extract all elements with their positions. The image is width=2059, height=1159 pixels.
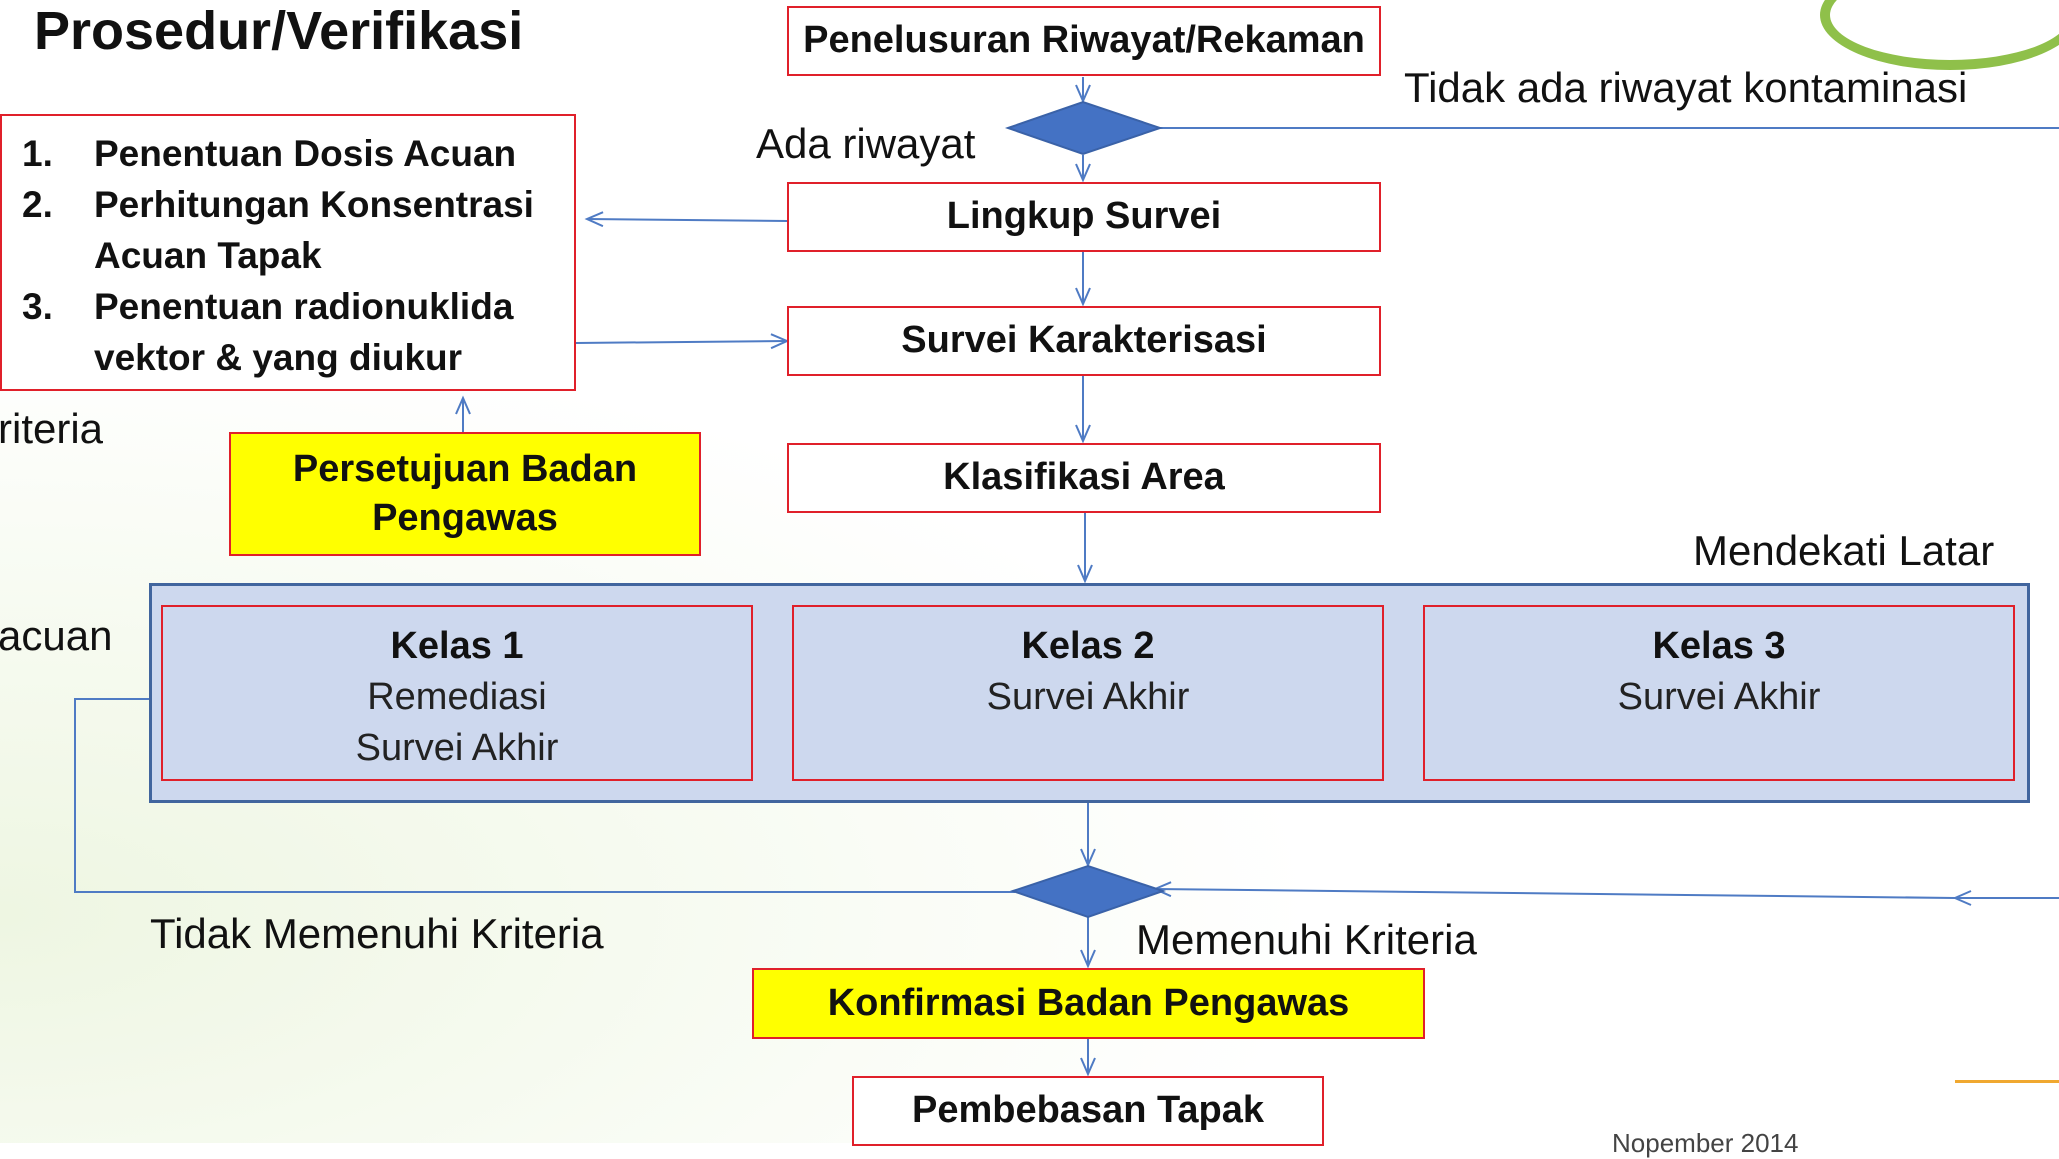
label-meet: Memenuhi Kriteria: [1136, 916, 1477, 963]
list-item-number: 2.: [22, 184, 53, 225]
step-scope-box: Lingkup Survei: [787, 182, 1381, 252]
page-title: Prosedur/Verifikasi: [34, 1, 524, 61]
class-line: Survei Akhir: [1617, 676, 1821, 718]
decision-diamond-history: [1004, 100, 1164, 156]
class-line: Survei Akhir: [986, 676, 1190, 718]
list-item: 3. Penentuan radionuklida vektor & yang …: [22, 281, 564, 383]
list-item-text: Penentuan radionuklida vektor & yang diu…: [94, 286, 514, 378]
arrow-list-to-characterization: [575, 333, 790, 350]
list-item: 2. Perhitungan Konsentrasi Acuan Tapak: [22, 179, 564, 281]
step-confirmation-box: Konfirmasi Badan Pengawas: [752, 968, 1425, 1039]
class-line: Remediasi: [367, 676, 547, 718]
label-cut-left-2: acuan: [0, 612, 113, 659]
label-has-history: Ada riwayat: [756, 120, 976, 167]
class-2-box: Kelas 2 Survei Akhir: [792, 605, 1384, 781]
step-release-box: Pembebasan Tapak: [852, 1076, 1324, 1146]
class-title: Kelas 1: [390, 625, 524, 667]
approval-box: Persetujuan Badan Pengawas: [229, 432, 701, 556]
reference-list-box: 1. Penentuan Dosis Acuan 2. Perhitungan …: [0, 114, 576, 391]
list-item-number: 1.: [22, 133, 53, 174]
decision-diamond-criteria: [1009, 864, 1167, 919]
step-history-box: Penelusuran Riwayat/Rekaman: [787, 6, 1381, 76]
label-not-meet: Tidak Memenuhi Kriteria: [150, 910, 604, 957]
class-title: Kelas 3: [1652, 625, 1786, 667]
label-cut-left-1: riteria: [0, 405, 104, 452]
class-line: Survei Akhir: [355, 727, 559, 769]
step-classification-box: Klasifikasi Area: [787, 443, 1381, 513]
label-no-history: Tidak ada riwayat kontaminasi: [1404, 64, 1968, 111]
class-title: Kelas 2: [1021, 625, 1155, 667]
list-item-text: Penentuan Dosis Acuan: [94, 133, 517, 174]
step-characterization-box: Survei Karakterisasi: [787, 306, 1381, 376]
list-item-number: 3.: [22, 286, 53, 327]
footer-date: Nopember 2014: [1612, 1128, 1799, 1158]
decorative-orange-line: [1955, 1080, 2059, 1083]
class-3-box: Kelas 3 Survei Akhir: [1423, 605, 2015, 781]
list-item-text: Perhitungan Konsentrasi Acuan Tapak: [94, 184, 534, 276]
arrow-scope-to-list: [584, 211, 788, 228]
arrow-right-to-decision: [1152, 881, 1956, 899]
label-near-background: Mendekati Latar: [1693, 527, 1995, 574]
arrow-not-meet-loop: [74, 691, 1015, 893]
class-1-box: Kelas 1 Remediasi Survei Akhir: [161, 605, 753, 781]
list-item: 1. Penentuan Dosis Acuan: [22, 128, 564, 179]
